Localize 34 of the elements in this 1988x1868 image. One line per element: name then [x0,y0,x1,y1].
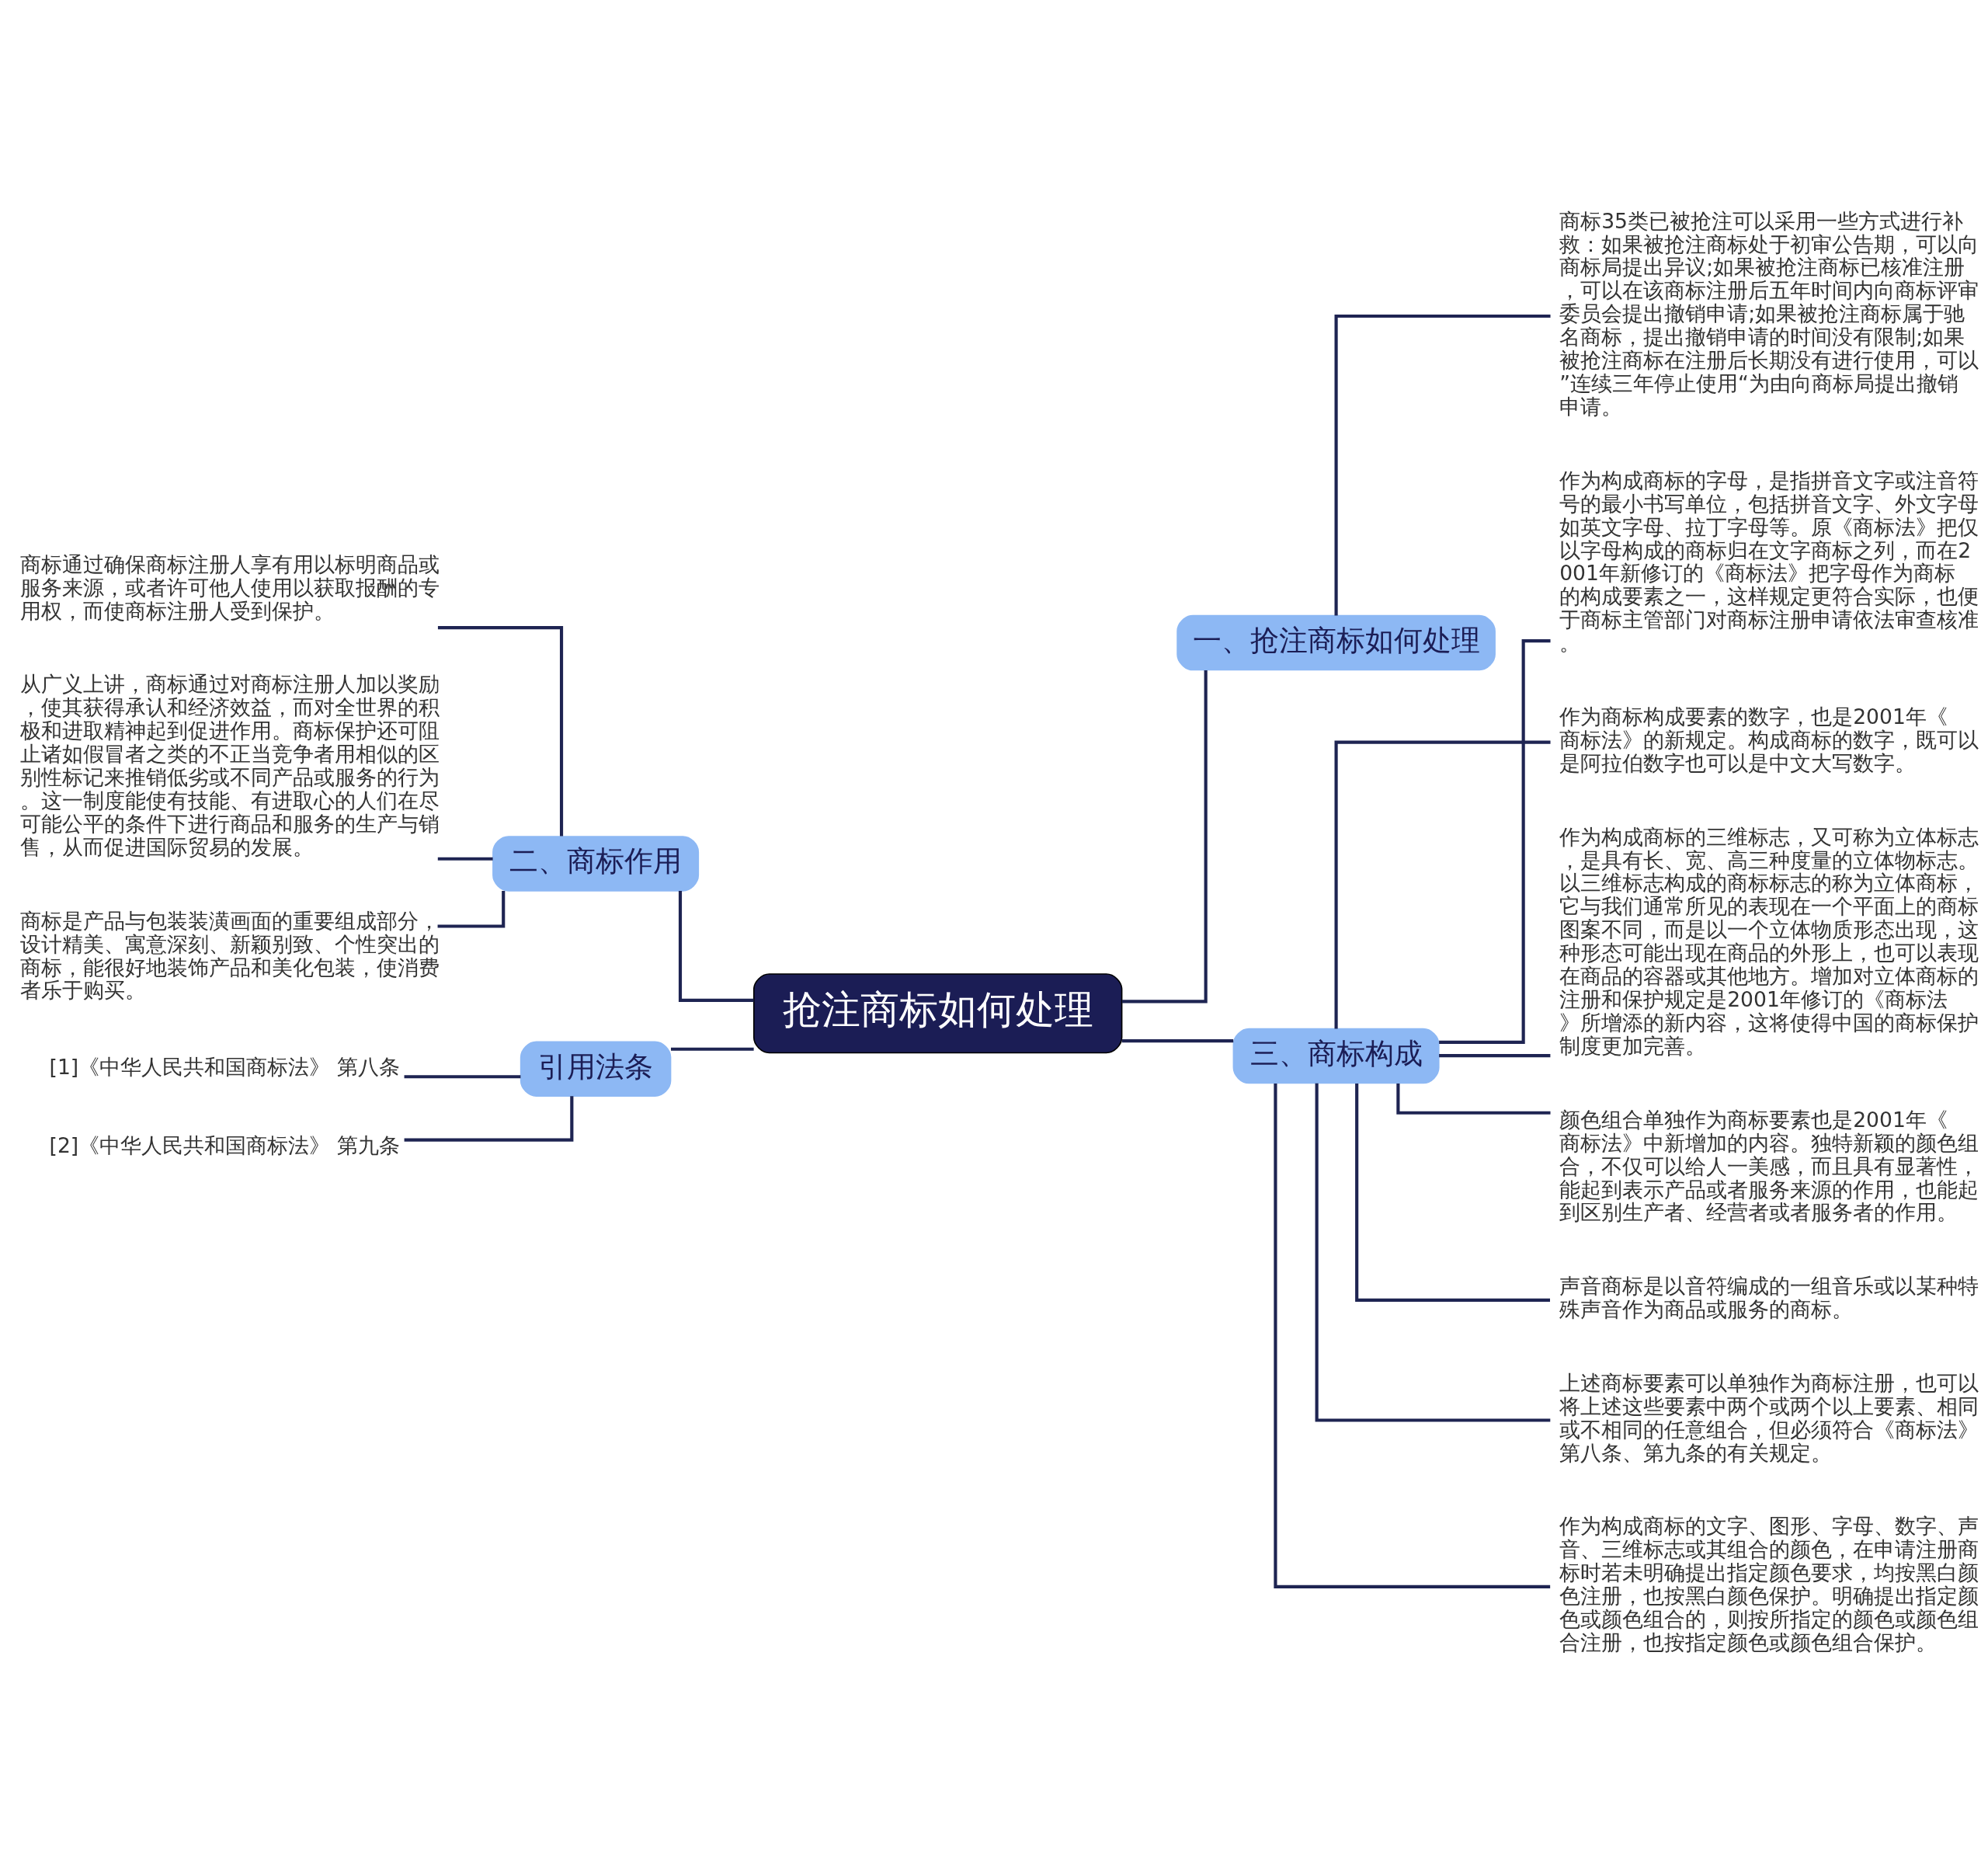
node-text: 商标35类已被抢注可以采用一些方式进行补救：如果被抢注商标处于初审公告期，可以向商标局提出异议;如果被抢注商标已核准注册，可以在该商标注册后五年时间内向商标评审委员会提出撤销申请;如果被抢注商标属于驰名商标，提出撤销申请的时间没有限制;如果被抢注商标在注册后长期没有进行使用，可以”连续三年停止使用“为由向商标局提出撤销申请。 [1559,208,1979,419]
connector [671,1047,754,1051]
node-text: 作为商标构成要素的数字，也是2001年《商标法》的新规定。构成商标的数字，既可以是阿拉伯数字也可以是中文大写数字。 [1559,704,1979,775]
node-text: [1]《中华人民共和国商标法》 第八条 [49,1054,400,1079]
node-box: 二、商标作用 [492,836,700,892]
connector [437,857,493,861]
connector [1396,1083,1551,1115]
node-box: 一、抢注商标如何处理 [1176,614,1496,671]
connector [1121,1039,1234,1043]
node-box: 引用法条 [520,1041,672,1097]
node-text: 商标通过确保商标注册人享有用以标明商品或服务来源，或者许可他人使用以获取报酬的专用权，而使商标注册人受到保护。 [20,551,440,623]
node-text: [2]《中华人民共和国商标法》 第九条 [49,1132,400,1157]
connector [404,1096,574,1142]
connector [1121,670,1208,1004]
connector [1439,1054,1551,1058]
node-box: 三、商标构成 [1232,1028,1440,1084]
connector [1334,740,1551,1029]
connector [678,891,754,1002]
node-text: 作为构成商标的文字、图形、字母、数字、声音、三维标志或其组合的颜色，在申请注册商标时若未明确提出指定颜色要求，均按黑白颜色注册，也按黑白颜色保护。明确提出指定颜色或颜色组合的，则按所指定的颜色或颜色组合注册，也按指定颜色或颜色组合保护。 [1559,1514,1979,1655]
node-text: 从广义上讲，商标通过对商标注册人加以奖励，使其获得承认和经济效益，而对全世界的积极和进取精神起到促进作用。商标保护还可阻止诸如假冒者之类的不正当竞争者用相似的区别性标记来推销低劣或不同产品或服务的行为。这一制度能使有技能、有进取心的人们在尽可能公平的条件下进行商品和服务的生产与销售，从而促进国际贸易的发展。 [20,672,440,859]
connector [1334,314,1551,616]
connector [1355,1084,1550,1302]
node-text: 声音商标是以音符编成的一组音乐或以某种特殊声音作为商品或服务的商标。 [1559,1274,1979,1322]
node-box: 抢注商标如何处理 [752,973,1123,1054]
node-text: 商标是产品与包装装潢画面的重要组成部分，设计精美、寓意深刻、新颖别致、个性突出的商标，能很好地装饰产品和美化包装，使消费者乐于购买。 [20,908,440,1003]
node-text: 作为构成商标的字母，是指拼音文字或注音符号的最小书写单位，包括拼音文字、外文字母如英文字母、拉丁字母等。原《商标法》把仅以字母构成的商标归在文字商标之列，而在2001年新修订的《商标法》把字母作为商标的构成要素之一，这样规定更符合实际，也便于商标主管部门对商标注册申请依法审查核准。 [1559,468,1979,656]
connector [1274,1083,1551,1588]
node-text: 上述商标要素可以单独作为商标注册，也可以将上述这些要素中两个或两个以上要素、相同或不相同的任意组合，但必须符合《商标法》第八条、第九条的有关规定。 [1559,1370,1979,1465]
node-text: 颜色组合单独作为商标要素也是2001年《商标法》中新增加的内容。独特新颖的颜色组合，不仅可以给人一美感，而且具有显著性，能起到表示产品或者服务来源的作用，也能起到区别生产者、经营者或者服务者的作用。 [1559,1107,1979,1225]
connector [437,626,564,837]
connector [1315,1083,1551,1422]
node-text: 作为构成商标的三维标志，又可称为立体标志，是具有长、宽、高三种度量的立体物标志。以三维标志构成的商标标志的称为立体商标，它与我们通常所见的表现在一个平面上的商标图案不同，而是以一个立体物质形态出现，这种形态可能出现在商品的外形上，也可以表现在商品的容器或其他地方。增加对立体商标的注册和保护规定是2001年修订的《商标法》所增添的新内容，这将使得中国的商标保护制度更加完善。 [1559,824,1979,1058]
connector [437,891,506,928]
connector [404,1075,521,1079]
